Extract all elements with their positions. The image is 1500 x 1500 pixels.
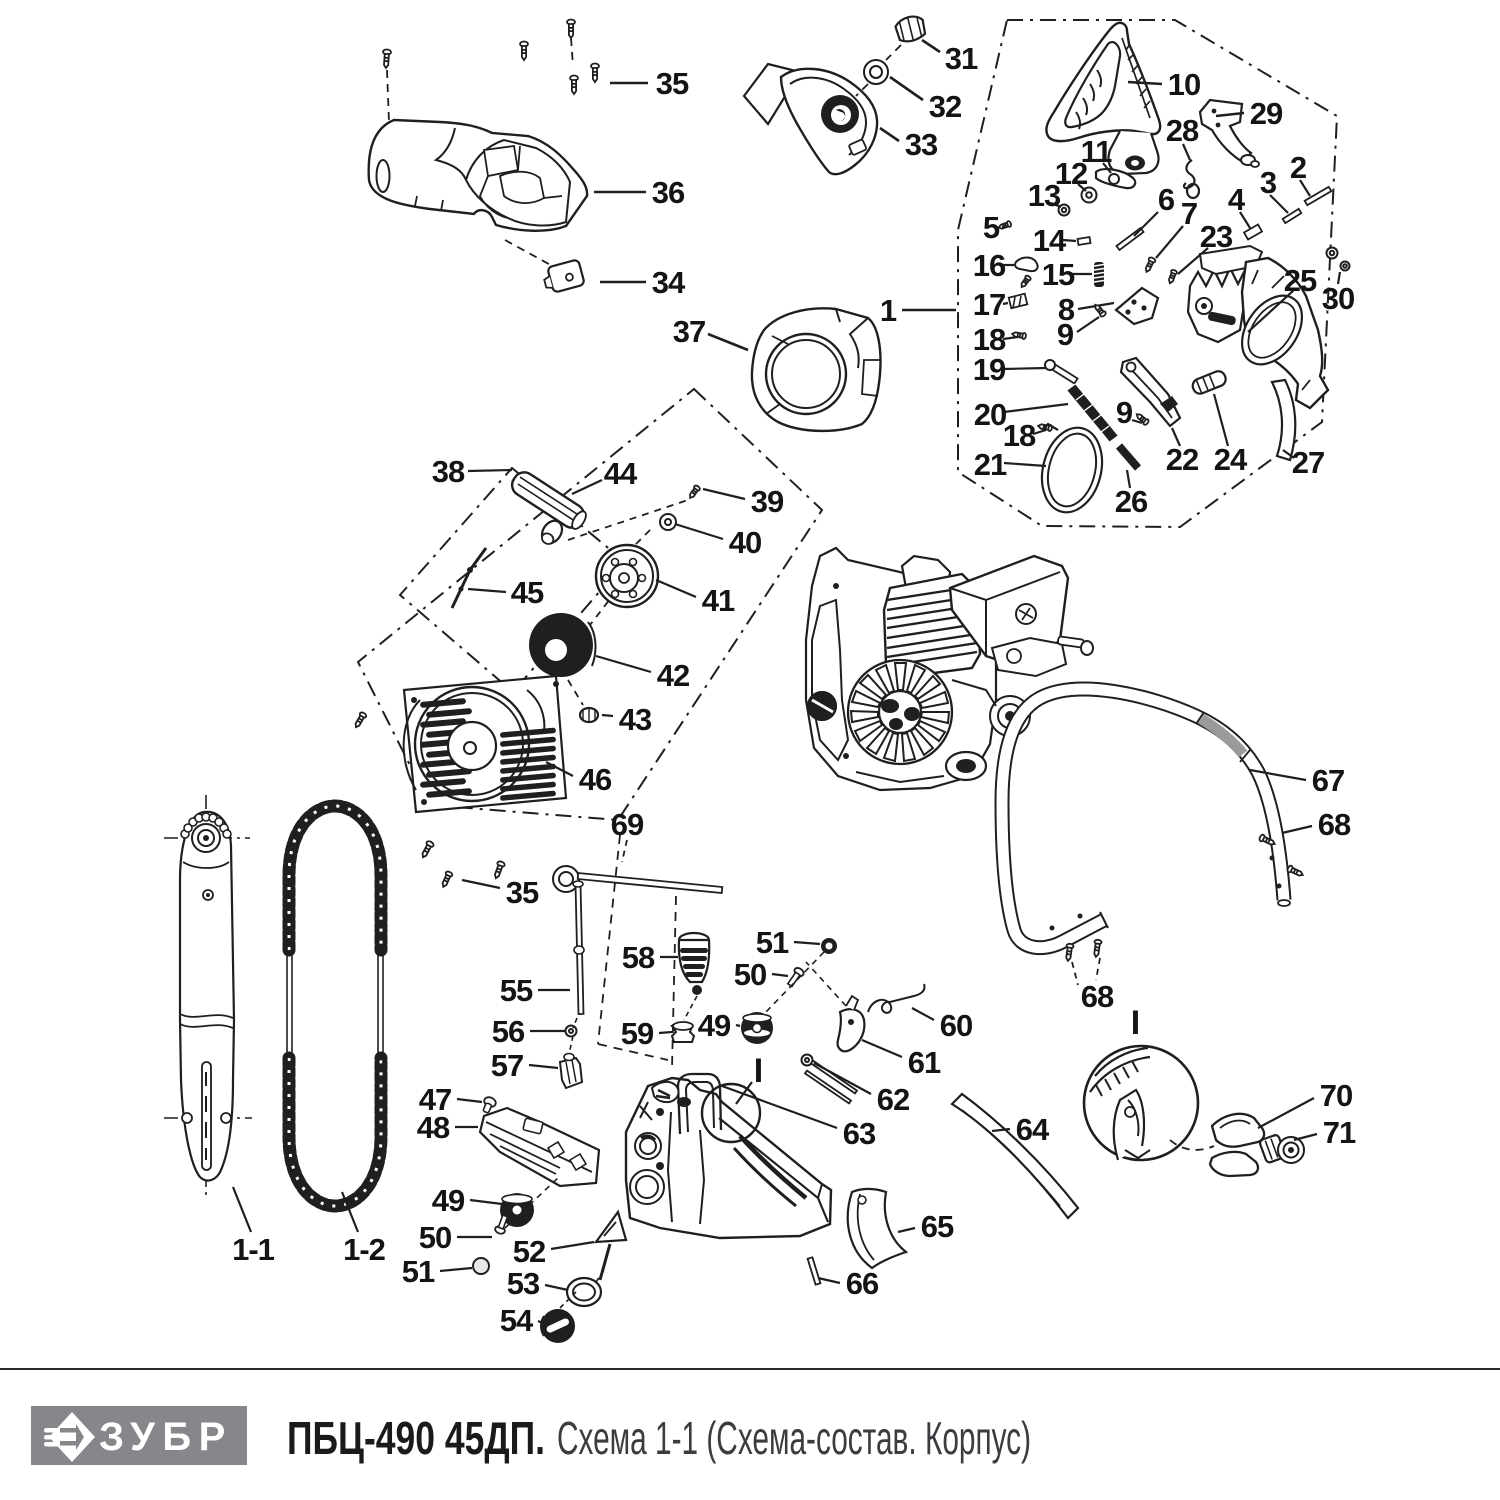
svg-text:55: 55 [500,973,533,1008]
svg-text:23: 23 [1200,219,1233,254]
svg-text:71: 71 [1323,1115,1356,1150]
svg-text:1-1: 1-1 [232,1232,275,1267]
svg-text:15: 15 [1042,257,1075,292]
svg-text:49: 49 [698,1008,731,1043]
svg-text:63: 63 [843,1116,876,1151]
svg-text:68: 68 [1318,807,1351,842]
svg-text:36: 36 [652,175,685,210]
svg-text:17: 17 [973,287,1005,322]
svg-text:25: 25 [1284,263,1317,298]
svg-text:1-2: 1-2 [343,1232,385,1267]
svg-text:16: 16 [973,248,1006,283]
svg-text:45: 45 [511,575,544,610]
svg-text:32: 32 [929,89,961,124]
svg-text:4: 4 [1228,182,1246,217]
svg-text:24: 24 [1214,442,1248,477]
svg-text:69: 69 [611,807,644,842]
svg-text:5: 5 [983,210,1000,245]
svg-text:18: 18 [973,322,1006,357]
svg-text:18: 18 [1003,418,1036,453]
svg-text:9: 9 [1116,395,1133,430]
svg-text:34: 34 [652,265,686,300]
svg-text:43: 43 [619,702,652,737]
svg-text:42: 42 [657,658,689,693]
svg-text:44: 44 [604,456,638,491]
svg-text:47: 47 [419,1082,451,1117]
svg-text:68: 68 [1081,979,1114,1014]
svg-text:70: 70 [1320,1078,1352,1113]
svg-text:30: 30 [1322,281,1354,316]
svg-text:2: 2 [1290,150,1306,185]
svg-text:I: I [754,1052,762,1090]
svg-text:35: 35 [656,66,689,101]
svg-text:53: 53 [507,1266,540,1301]
svg-text:50: 50 [419,1220,451,1255]
svg-text:26: 26 [1115,484,1148,519]
svg-text:8: 8 [1058,292,1075,327]
svg-text:54: 54 [500,1303,534,1338]
svg-text:Схема 1-1 (Схема-состав. Корпу: Схема 1-1 (Схема-состав. Корпус) [557,1412,1031,1464]
svg-text:46: 46 [579,762,612,797]
svg-text:33: 33 [905,127,938,162]
svg-text:61: 61 [908,1045,941,1080]
svg-text:31: 31 [945,41,978,76]
svg-text:62: 62 [877,1082,909,1117]
svg-text:28: 28 [1166,113,1199,148]
svg-text:13: 13 [1028,178,1061,213]
svg-text:51: 51 [756,925,789,960]
svg-text:14: 14 [1033,223,1067,258]
svg-text:7: 7 [1181,196,1197,231]
svg-text:59: 59 [621,1016,654,1051]
svg-text:66: 66 [846,1266,879,1301]
svg-text:57: 57 [491,1048,523,1083]
svg-text:1: 1 [880,293,897,328]
svg-text:58: 58 [622,940,655,975]
svg-text:39: 39 [751,484,784,519]
svg-text:67: 67 [1312,763,1344,798]
svg-text:9: 9 [1057,317,1074,352]
svg-text:51: 51 [402,1254,435,1289]
svg-text:ЗУБР: ЗУБР [99,1415,233,1459]
svg-text:40: 40 [729,525,761,560]
svg-text:35: 35 [506,875,539,910]
svg-text:10: 10 [1168,67,1200,102]
svg-text:37: 37 [673,314,705,349]
svg-text:60: 60 [940,1008,972,1043]
svg-text:I: I [1131,1004,1139,1042]
svg-text:19: 19 [973,352,1006,387]
svg-text:12: 12 [1055,156,1087,191]
svg-text:6: 6 [1158,182,1175,217]
svg-text:52: 52 [513,1234,545,1269]
svg-text:29: 29 [1250,96,1283,131]
svg-text:3: 3 [1260,165,1277,200]
svg-text:50: 50 [734,957,766,992]
svg-text:49: 49 [432,1183,465,1218]
svg-text:64: 64 [1016,1112,1050,1147]
svg-text:38: 38 [432,454,465,489]
svg-text:48: 48 [417,1110,450,1145]
svg-text:20: 20 [974,397,1006,432]
svg-text:21: 21 [974,447,1007,482]
svg-text:ПБЦ-490 45ДП.: ПБЦ-490 45ДП. [287,1412,545,1464]
svg-text:56: 56 [492,1014,525,1049]
svg-text:27: 27 [1292,445,1324,480]
svg-text:22: 22 [1166,442,1198,477]
svg-text:11: 11 [1081,134,1113,169]
svg-text:41: 41 [702,583,735,618]
svg-text:65: 65 [921,1209,954,1244]
